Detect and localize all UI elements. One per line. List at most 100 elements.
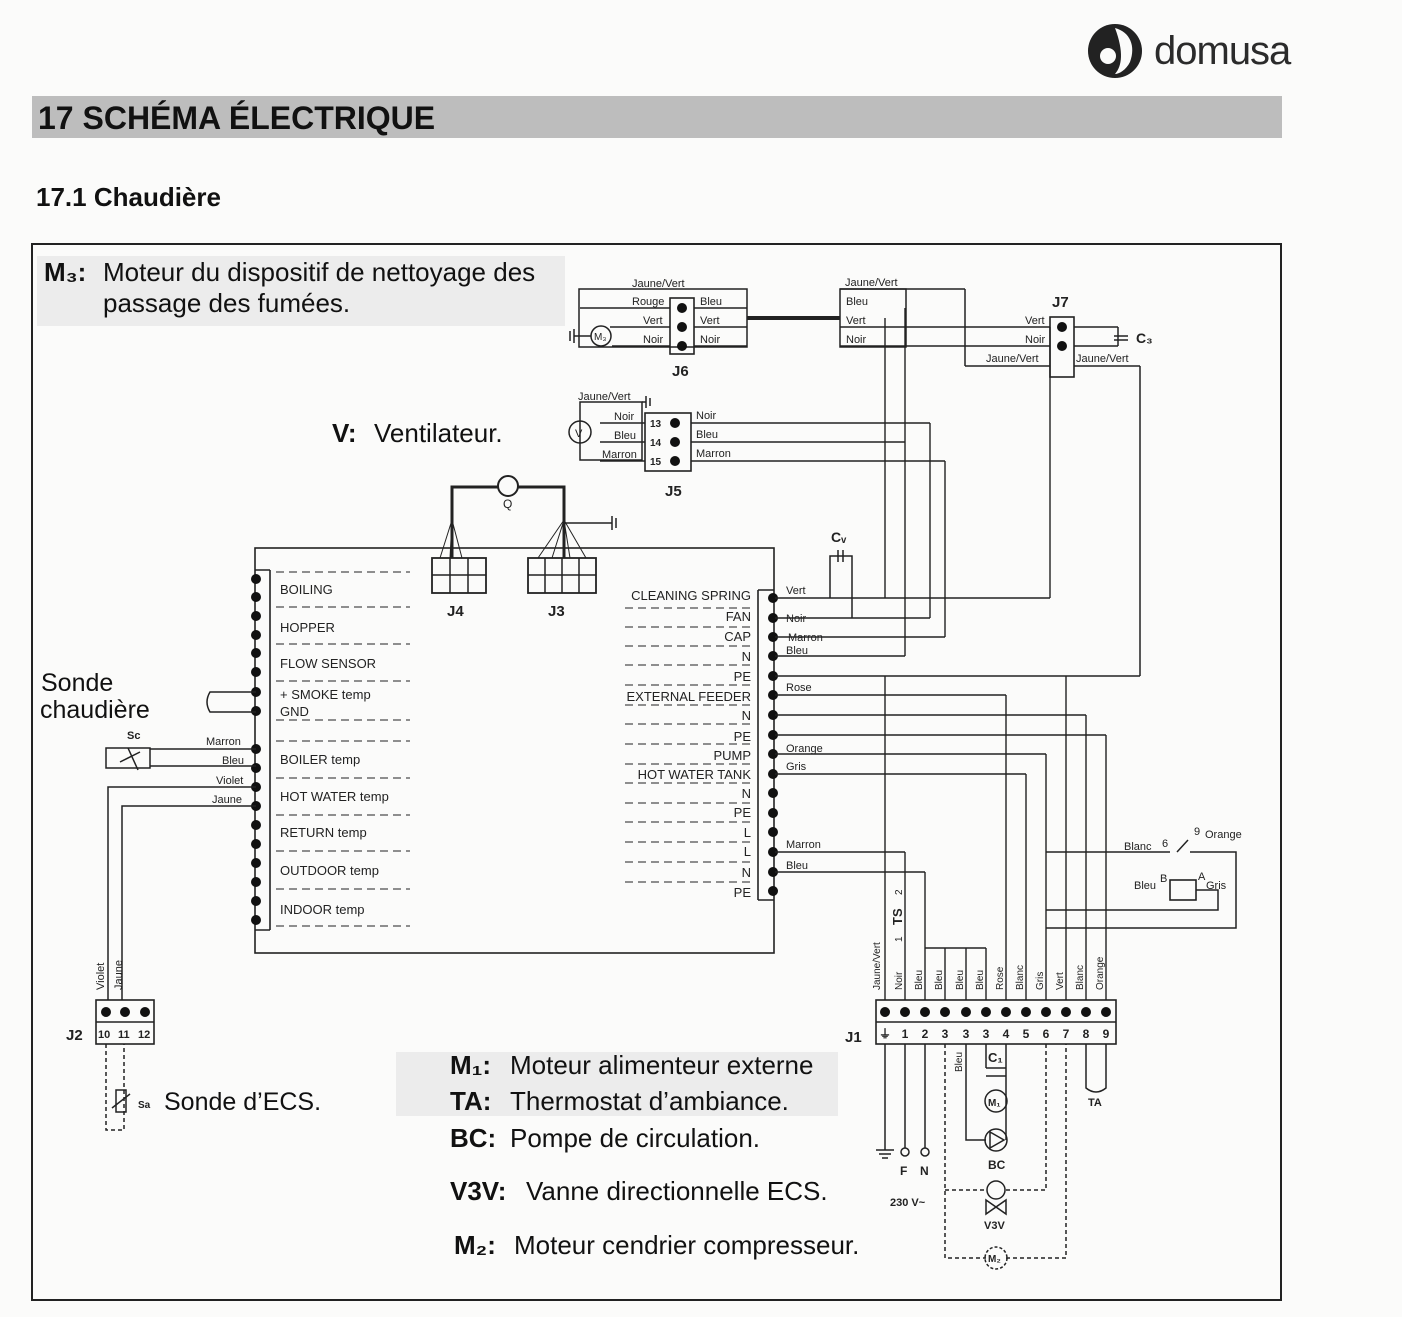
- j1-pin-3a: 3: [942, 1027, 949, 1041]
- j7-wire-top-vert: Vert: [846, 315, 866, 327]
- sonde-sa-icon: [115, 1089, 127, 1113]
- relay-pin-a: A: [1198, 871, 1206, 883]
- board-wire-orange: Orange: [786, 743, 823, 755]
- capacitor-c3-label: C₃: [1136, 330, 1153, 346]
- legend-v: V:: [332, 418, 357, 449]
- connector-j6: [669, 297, 695, 355]
- fan-v-label: V: [575, 428, 583, 440]
- j7-wire-top-noir: Noir: [846, 334, 867, 346]
- relay-pin-b: B: [1160, 873, 1167, 885]
- power-terminal-f: [900, 1147, 910, 1157]
- legend-m1-code-text: M₁:: [450, 1050, 492, 1080]
- j7-wire-vert: Vert: [1025, 315, 1045, 327]
- legend-m3-text-2: passage des fumées.: [103, 288, 351, 318]
- j1-wire-bleu-1: Bleu: [914, 970, 925, 990]
- legend-v3v-code: V3V:: [450, 1176, 506, 1207]
- j1-wire-bleu-3: Bleu: [955, 970, 966, 990]
- j6-wire-noir-left: Noir: [643, 334, 664, 346]
- connector-j3-label: J3: [548, 603, 565, 620]
- j5-wire-jaune-vert: Jaune/Vert: [578, 391, 631, 403]
- board-label-pe-4: PE: [734, 885, 752, 900]
- j5-wire-marron-left: Marron: [602, 449, 637, 461]
- legend-v3v-text: Vanne directionnelle ECS.: [526, 1176, 828, 1206]
- power-label-n: N: [920, 1164, 929, 1178]
- board-label-n-2: N: [742, 708, 751, 723]
- legend-v3v-code-text: V3V:: [450, 1176, 507, 1206]
- board-wire-bleu: Bleu: [786, 645, 808, 657]
- board-label-n-3: N: [742, 786, 751, 801]
- safety-thermostat-ts-label: TS: [890, 908, 905, 925]
- sonde-sc-label: Sc: [127, 730, 140, 742]
- j1-pin-9: 9: [1103, 1027, 1110, 1041]
- relay-wire-blanc: Blanc: [1124, 841, 1152, 853]
- connector-j7-label: J7: [1052, 294, 1069, 311]
- j5-pin-15: 15: [650, 457, 662, 468]
- domusa-logo-icon: [1088, 24, 1142, 78]
- j6-wire-vert-right: Vert: [700, 315, 720, 327]
- board-wire-rose: Rose: [786, 682, 812, 694]
- legend-m1-text: Moteur alimenteur externe: [510, 1050, 814, 1080]
- j1-pin-3b: 3: [963, 1027, 970, 1041]
- flow-sensor-q-label: Q: [503, 497, 512, 511]
- motor-m2-label: M₂: [988, 1254, 1001, 1265]
- connector-j5-label: J5: [665, 483, 682, 500]
- board-label-hopper: HOPPER: [280, 620, 335, 635]
- board-label-hot-water-tank: HOT WATER TANK: [638, 767, 752, 782]
- power-terminal-n: [920, 1147, 930, 1157]
- j6-wire-bleu: Bleu: [700, 296, 722, 308]
- j1-pin-5: 5: [1023, 1027, 1030, 1041]
- flow-sensor-q: [497, 475, 519, 497]
- j1-wire-rose: Rose: [995, 966, 1006, 990]
- relay-wire-bleu: Bleu: [1134, 880, 1156, 892]
- legend-m2-code-text: M₂:: [454, 1230, 496, 1260]
- room-thermostat-ta-label: TA: [1088, 1097, 1102, 1109]
- j1-pin-8: 8: [1083, 1027, 1090, 1041]
- board-label-cleaning-spring: CLEANING SPRING: [631, 588, 751, 603]
- legend-m3-text-1: Moteur du dispositif de nettoyage des: [103, 257, 536, 287]
- j6-wire-noir-right: Noir: [700, 334, 721, 346]
- legend-m3-background: [37, 256, 565, 326]
- motor-m1-icon: [984, 1089, 1008, 1113]
- motor-m3-label: M₃: [594, 332, 606, 343]
- j5-wire-noir-right: Noir: [696, 410, 717, 422]
- relay-wire-gris: Gris: [1206, 880, 1227, 892]
- board-label-l-1: L: [744, 825, 751, 840]
- board-label-external-feeder: EXTERNAL FEEDER: [627, 689, 752, 704]
- board-label-gnd: GND: [280, 704, 309, 719]
- domusa-logo: domusa: [1086, 22, 1291, 80]
- legend-m3: M₃:: [44, 257, 86, 288]
- board-label-pe-3: PE: [734, 805, 752, 820]
- board-label-smoke-temp: + SMOKE temp: [280, 687, 371, 702]
- flow-sensor-wire: [450, 485, 566, 558]
- legend-m2-code: M₂:: [454, 1230, 496, 1261]
- sonde-wire-violet: Violet: [216, 775, 243, 787]
- j2-wire-jaune: Jaune: [113, 960, 125, 990]
- board-label-pe-1: PE: [734, 669, 752, 684]
- legend-ta-code-text: TA:: [450, 1086, 492, 1116]
- j5-fan-box: [579, 401, 643, 461]
- j1-pin-ground: ⏚: [879, 1027, 891, 1041]
- board-label-n-4: N: [742, 865, 751, 880]
- j1-wire-bleu-2: Bleu: [934, 970, 945, 990]
- ts-pin-2: 2: [894, 889, 905, 895]
- legend-m2-text: Moteur cendrier compresseur.: [514, 1230, 860, 1260]
- ts-pin-1: 1: [894, 936, 905, 942]
- board-label-cap: CAP: [724, 629, 751, 644]
- board-label-n-1: N: [742, 649, 751, 664]
- valve-v3v-motor-icon: [986, 1180, 1006, 1200]
- power-label-f: F: [900, 1164, 907, 1178]
- legend-m1-background: [396, 1052, 838, 1116]
- j6-wire-vert-left: Vert: [643, 315, 663, 327]
- j1-wire-noir: Noir: [894, 971, 905, 990]
- j7-wire-top-bleu: Bleu: [846, 296, 868, 308]
- board-label-boiler-temp: BOILER temp: [280, 752, 360, 767]
- board-label-fan: FAN: [726, 609, 751, 624]
- pump-bc-label: BC: [988, 1158, 1006, 1172]
- board-label-boiling: BOILING: [280, 582, 333, 597]
- board-label-pe-2: PE: [734, 729, 752, 744]
- legend-ta-text: Thermostat d’ambiance.: [510, 1086, 789, 1116]
- j1-pin-4: 4: [1003, 1027, 1010, 1041]
- j6-wire-jaune-vert: Jaune/Vert: [632, 278, 685, 290]
- j5-wire-bleu-left: Bleu: [614, 430, 636, 442]
- section-subtitle: 17.1 Chaudière: [36, 182, 221, 212]
